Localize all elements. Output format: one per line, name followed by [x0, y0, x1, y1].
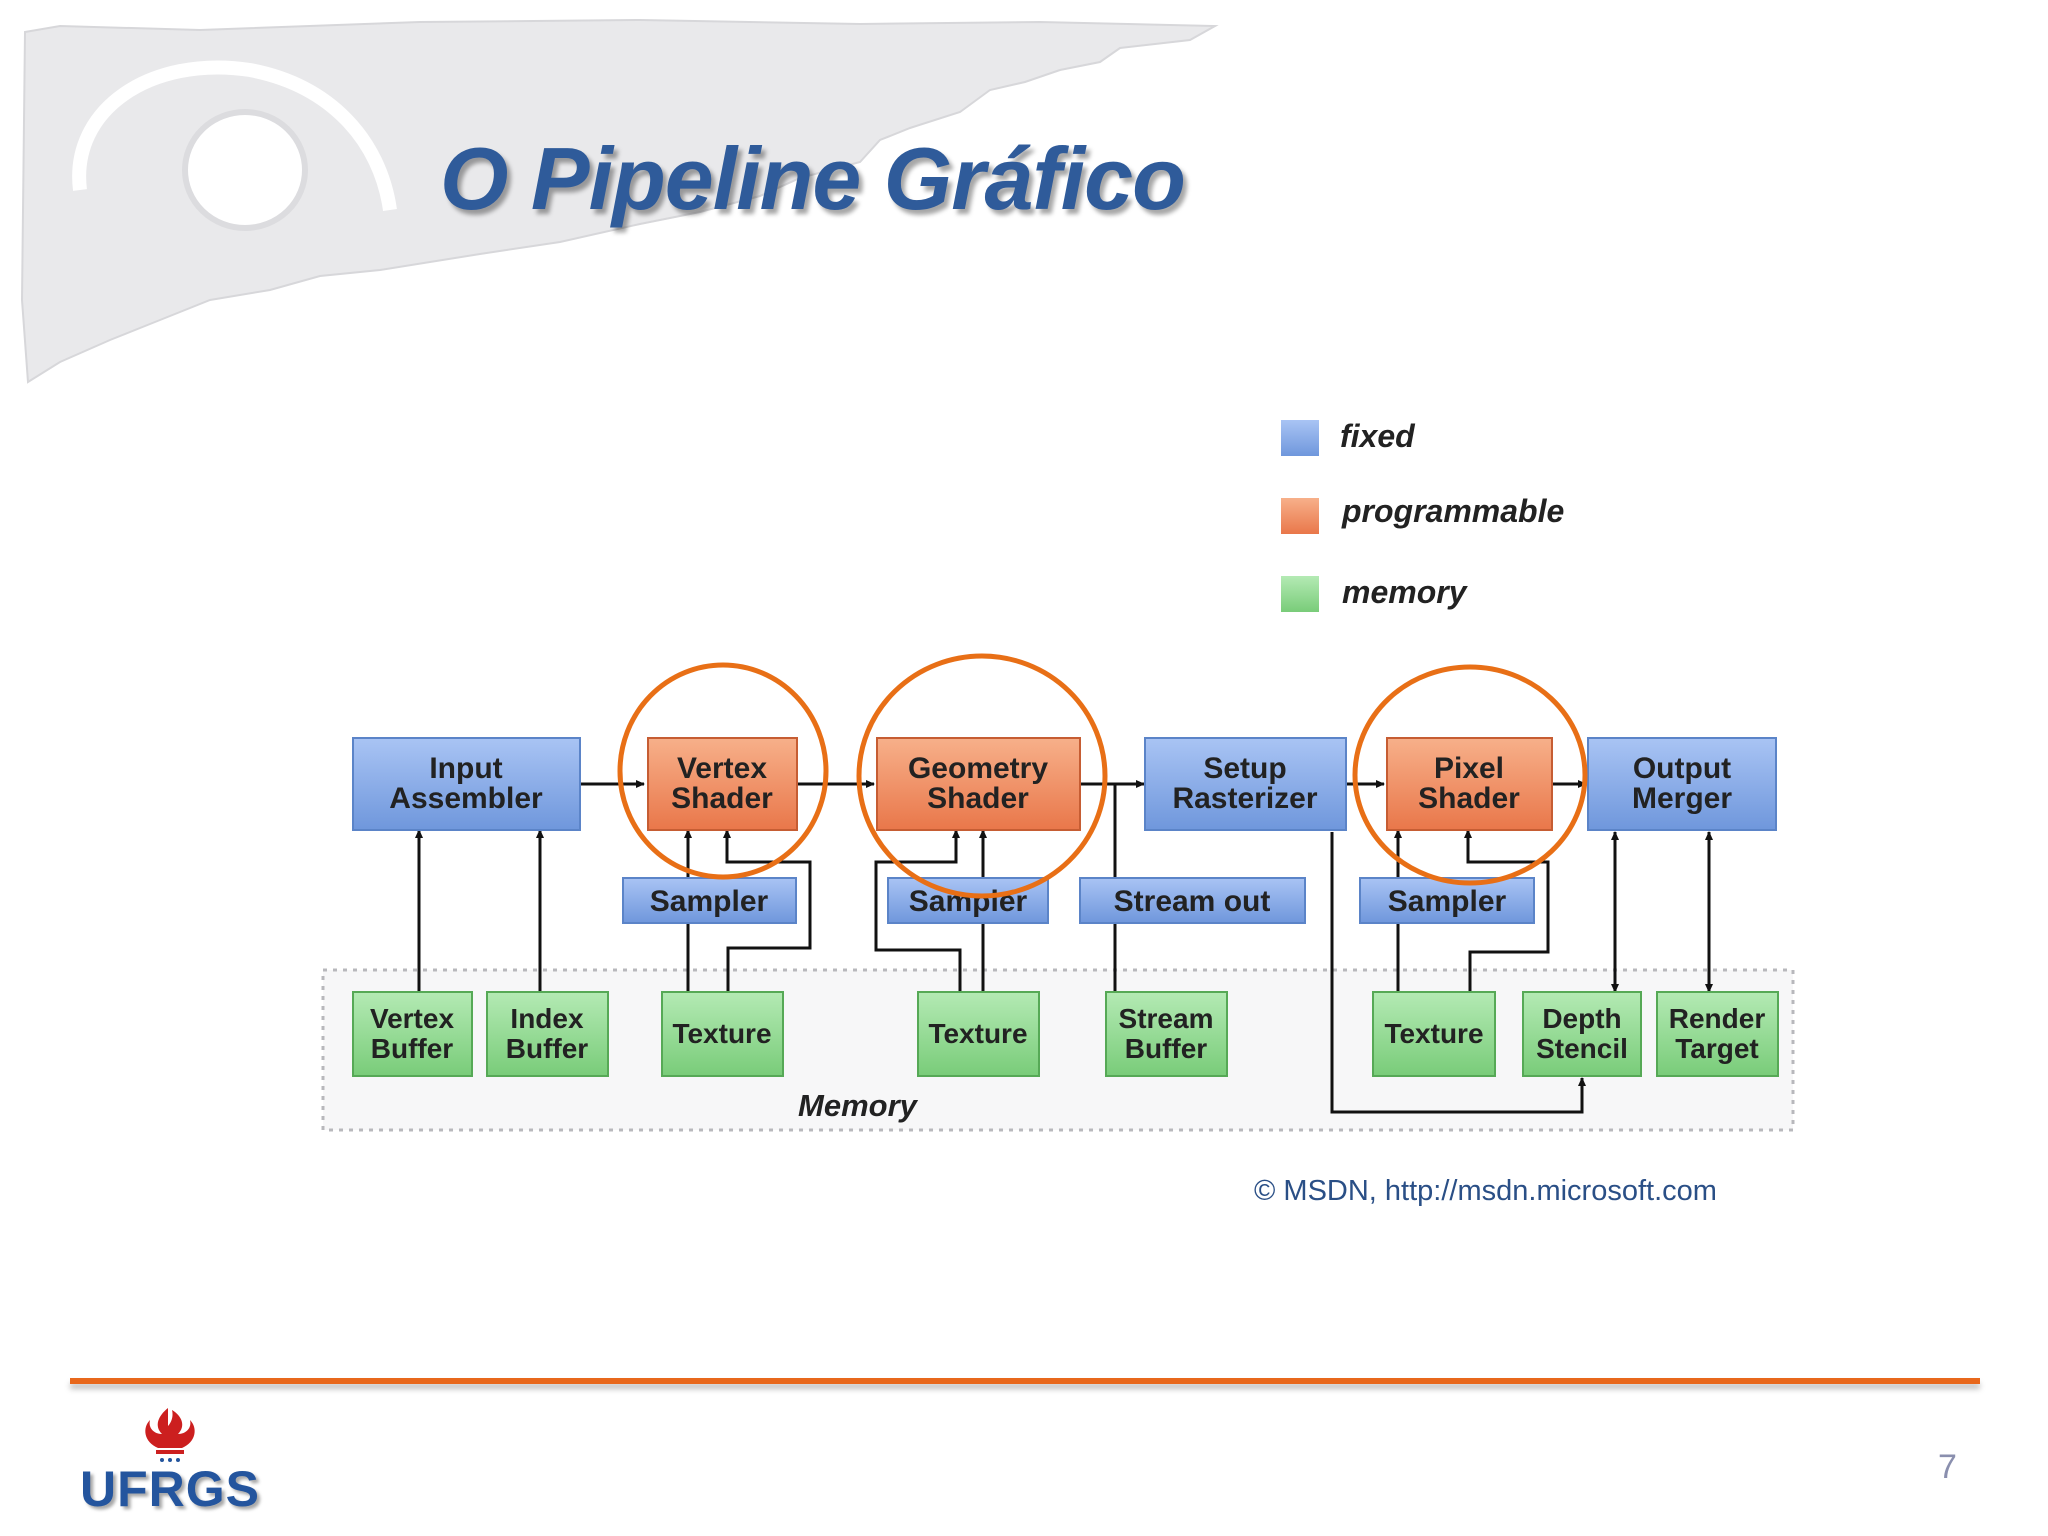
highlight-vertex-shader — [617, 662, 829, 880]
svg-text:Buffer: Buffer — [1125, 1033, 1208, 1064]
svg-text:Stream out: Stream out — [1114, 885, 1271, 918]
memory-texture-2: Texture — [917, 991, 1040, 1077]
memory-render-target: Render Target — [1656, 991, 1779, 1077]
legend-fixed-swatch — [1281, 420, 1319, 456]
svg-text:Sampler: Sampler — [909, 885, 1028, 918]
pipeline-stage-geometry-shader: Geometry Shader — [876, 737, 1081, 831]
pipeline-stage-pixel-shader: Pixel Shader — [1386, 737, 1553, 831]
flame-icon — [145, 1408, 195, 1462]
highlight-geometry-shader — [856, 653, 1108, 899]
svg-text:Output: Output — [1633, 752, 1731, 785]
ufrgs-logo: UFRGS — [70, 1400, 270, 1520]
svg-text:Stencil: Stencil — [1536, 1033, 1628, 1064]
footer-accent-line — [70, 1378, 1980, 1384]
svg-text:Texture: Texture — [672, 1018, 771, 1049]
copyright-credit: © MSDN, http://msdn.microsoft.com — [1254, 1175, 1717, 1207]
svg-text:Merger: Merger — [1632, 782, 1732, 815]
svg-text:Stream: Stream — [1119, 1003, 1214, 1034]
pipeline-stage-vertex-shader: Vertex Shader — [647, 737, 798, 831]
memory-texture-3: Texture — [1372, 991, 1496, 1077]
svg-text:Shader: Shader — [927, 782, 1029, 815]
svg-text:Shader: Shader — [1418, 782, 1520, 815]
memory-depth-stencil: Depth Stencil — [1522, 991, 1642, 1077]
header-decoration — [20, 18, 1219, 384]
pipeline-diagram: fixed programmable memory Memory — [321, 418, 1795, 1132]
legend-programmable-label: programmable — [1341, 493, 1564, 529]
svg-text:Pixel: Pixel — [1434, 752, 1504, 785]
pipeline-stage-input-assembler: Input Assembler — [352, 737, 581, 831]
svg-text:Index: Index — [510, 1003, 584, 1034]
memory-texture-1: Texture — [661, 991, 784, 1077]
legend-memory-label: memory — [1342, 574, 1469, 610]
pipeline-stage-output-merger: Output Merger — [1587, 737, 1777, 831]
legend-memory-swatch — [1281, 576, 1319, 612]
svg-text:Target: Target — [1675, 1033, 1759, 1064]
svg-text:Depth: Depth — [1542, 1003, 1621, 1034]
svg-text:Geometry: Geometry — [908, 752, 1048, 785]
ufrgs-logo-text: UFRGS — [80, 1461, 260, 1517]
svg-text:Setup: Setup — [1203, 752, 1286, 785]
legend-fixed-label: fixed — [1340, 418, 1416, 454]
memory-vertex-buffer: Vertex Buffer — [352, 991, 473, 1077]
slide-title: O Pipeline Gráfico — [440, 129, 1186, 228]
svg-text:Shader: Shader — [671, 782, 773, 815]
memory-index-buffer: Index Buffer — [486, 991, 609, 1077]
svg-text:Sampler: Sampler — [650, 885, 769, 918]
pipeline-stage-setup-rasterizer: Setup Rasterizer — [1144, 737, 1347, 831]
svg-text:Vertex: Vertex — [677, 752, 767, 785]
highlight-pixel-shader — [1352, 664, 1588, 886]
sampler-1: Sampler — [622, 877, 797, 924]
stream-out: Stream out — [1079, 877, 1306, 924]
legend-programmable-swatch — [1281, 498, 1319, 534]
page-number: 7 — [1938, 1448, 1957, 1486]
svg-text:Buffer: Buffer — [506, 1033, 589, 1064]
sampler-2: Sampler — [887, 877, 1049, 924]
svg-text:Render: Render — [1669, 1003, 1766, 1034]
svg-text:Sampler: Sampler — [1388, 885, 1507, 918]
svg-text:Rasterizer: Rasterizer — [1172, 782, 1317, 815]
svg-text:Vertex: Vertex — [370, 1003, 454, 1034]
highlight-circles — [617, 653, 1588, 899]
svg-text:Buffer: Buffer — [371, 1033, 454, 1064]
svg-text:Assembler: Assembler — [389, 782, 543, 815]
svg-text:Input: Input — [429, 752, 502, 785]
svg-text:Texture: Texture — [1384, 1018, 1483, 1049]
legend: fixed programmable memory — [1281, 418, 1564, 612]
memory-stream-buffer: Stream Buffer — [1105, 991, 1228, 1077]
memory-region-label: Memory — [798, 1088, 919, 1123]
svg-text:Texture: Texture — [928, 1018, 1027, 1049]
sampler-3: Sampler — [1359, 877, 1535, 924]
